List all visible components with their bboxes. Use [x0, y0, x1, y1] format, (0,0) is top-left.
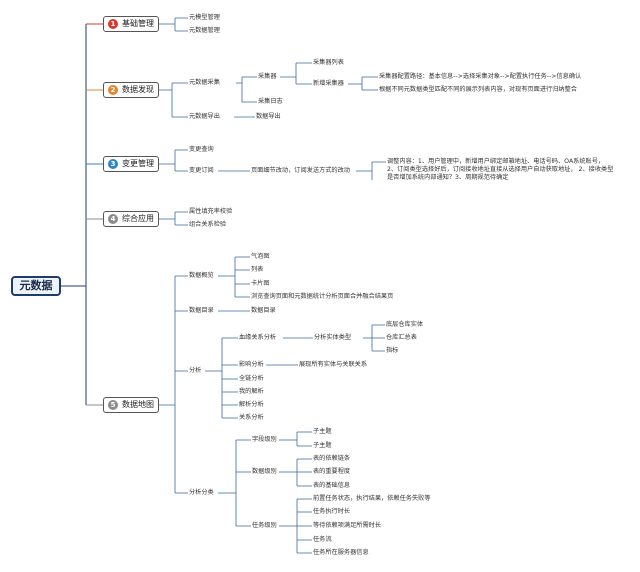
- node-parse-analysis[interactable]: 解析分析: [239, 401, 264, 408]
- node-metadata-collection[interactable]: 元数据采集: [189, 79, 220, 86]
- node-list-view[interactable]: 列表: [251, 266, 264, 273]
- node-metamodel-management[interactable]: 元模型管理: [189, 14, 220, 21]
- node-data-level[interactable]: 数据级别: [252, 468, 277, 475]
- node-task-server[interactable]: 任务所在服务器信息: [313, 549, 369, 556]
- node-impact-analysis[interactable]: 影响分析: [239, 361, 264, 368]
- node-table-basic-info[interactable]: 表的基础信息: [313, 482, 351, 489]
- node-collector-list[interactable]: 采集器列表: [313, 59, 344, 66]
- branch-label: 基础管理: [122, 19, 154, 28]
- node-show-all-relations[interactable]: 展现所有实体与关联关系: [299, 361, 368, 368]
- node-catalog-leaf[interactable]: 数据目录: [251, 307, 276, 314]
- node-table-importance[interactable]: 表的重要程度: [313, 468, 351, 475]
- node-adjustment-content[interactable]: 调整内容：1、用户管理中，新增用户绑定邮箱地址、电话号码、OA系统账号， 2、订…: [387, 158, 614, 181]
- node-lineage-analysis[interactable]: 血缘关系分析: [239, 334, 277, 341]
- node-metadata-management[interactable]: 元数据管理: [189, 27, 220, 34]
- number-badge: 2: [108, 85, 118, 95]
- branch-integrated-application[interactable]: 4 综合应用: [103, 211, 159, 227]
- number-badge: 3: [108, 159, 118, 169]
- node-list-content-by-type[interactable]: 根据不同元数据类型匹配不同的展示列表内容，对现有页面进行归纳整合: [379, 86, 577, 93]
- node-analysis-classification[interactable]: 分析分类: [189, 489, 214, 496]
- node-analysis[interactable]: 分析: [189, 367, 202, 374]
- node-subtopic-1[interactable]: 子主题: [313, 428, 332, 435]
- branch-basic-management[interactable]: 1 基础管理: [103, 16, 159, 32]
- node-attribute-fill-check[interactable]: 属性填充率校验: [189, 208, 233, 215]
- node-field-level[interactable]: 字段级别: [252, 436, 277, 443]
- node-warehouse-summary[interactable]: 仓库汇总表: [386, 334, 417, 341]
- node-collector[interactable]: 采集器: [258, 73, 277, 80]
- node-collection-log[interactable]: 采集日志: [258, 98, 283, 105]
- node-collector-config-path[interactable]: 采集器配置路径：基本信息-->选择采集对象-->配置执行任务-->信息确认: [379, 73, 582, 80]
- node-metric[interactable]: 指标: [386, 347, 399, 354]
- node-data-catalog[interactable]: 数据目录: [189, 307, 214, 314]
- branch-label: 数据发现: [122, 85, 154, 94]
- node-subtopic-2[interactable]: 子主题: [313, 442, 332, 449]
- node-card-view[interactable]: 卡片图: [251, 280, 270, 287]
- node-task-flow[interactable]: 任务流: [313, 536, 332, 543]
- branch-label: 数据地图: [122, 400, 154, 409]
- node-relation-analysis[interactable]: 关系分析: [239, 414, 264, 421]
- node-combination-check[interactable]: 组合关系检验: [189, 221, 227, 228]
- node-merged-result-page[interactable]: 浏览查询页面和元数据统计分析页面合并融合结果页: [251, 293, 394, 300]
- node-task-level[interactable]: 任务级别: [252, 522, 277, 529]
- node-bubble-chart[interactable]: 气泡图: [251, 253, 270, 260]
- node-data-export[interactable]: 数据导出: [256, 113, 281, 120]
- node-page-detail-change[interactable]: 页面细节改动，订阅发送方式的改动: [251, 167, 350, 174]
- branch-data-map[interactable]: 5 数据地图: [103, 397, 159, 413]
- branch-label: 综合应用: [122, 214, 154, 223]
- node-change-subscription[interactable]: 变更订阅: [189, 167, 214, 174]
- root-node[interactable]: 元数据: [11, 276, 61, 296]
- node-entity-type[interactable]: 分析实体类型: [314, 334, 352, 341]
- node-data-overview[interactable]: 数据概览: [189, 272, 214, 279]
- node-dependency-wait[interactable]: 等待依赖项满足所需时长: [313, 522, 382, 529]
- node-full-chain-analysis[interactable]: 全链分析: [239, 375, 264, 382]
- node-metadata-export[interactable]: 元数据导出: [189, 113, 220, 120]
- node-new-collector[interactable]: 新增采集器: [313, 80, 344, 87]
- node-change-query[interactable]: 变更查询: [189, 146, 214, 153]
- node-warehouse-entity[interactable]: 底层仓库实体: [386, 321, 424, 328]
- branch-label: 变更管理: [122, 159, 154, 168]
- node-table-dependency[interactable]: 表的依赖链条: [313, 455, 351, 462]
- node-predecessor-status[interactable]: 前置任务状态，执行结果，依赖任务失败等: [313, 495, 431, 502]
- number-badge: 4: [108, 214, 118, 224]
- branch-change-management[interactable]: 3 变更管理: [103, 156, 159, 172]
- number-badge: 5: [108, 400, 118, 410]
- branch-data-discovery[interactable]: 2 数据发现: [103, 82, 159, 98]
- node-my-parsing[interactable]: 我的解析: [239, 388, 264, 395]
- node-task-duration[interactable]: 任务执行时长: [313, 508, 351, 515]
- number-badge: 1: [108, 19, 118, 29]
